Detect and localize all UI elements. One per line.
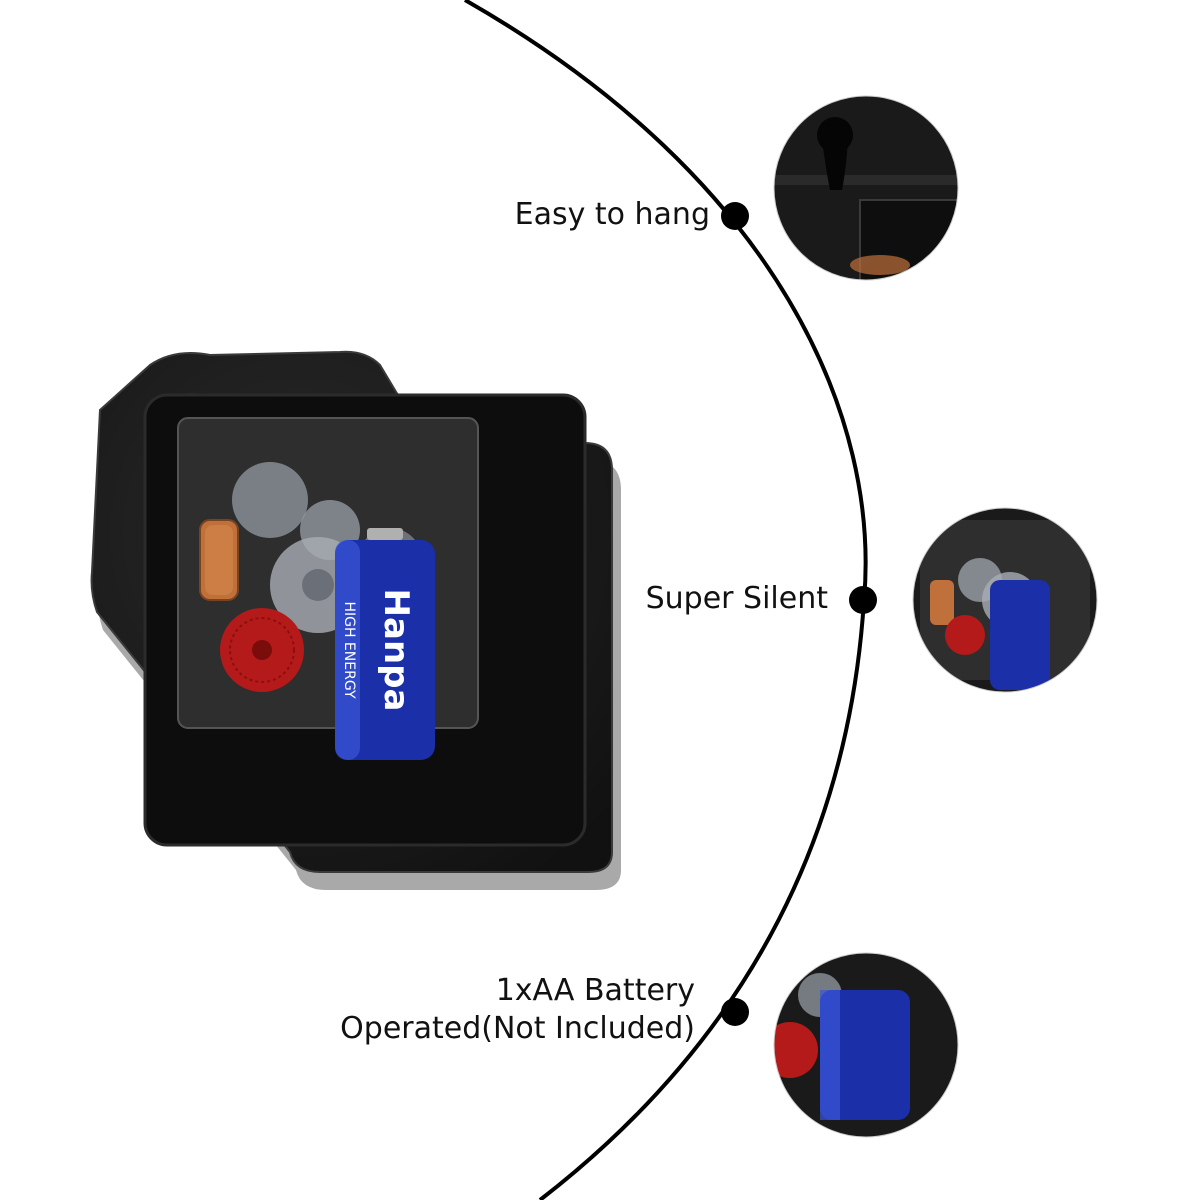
feature-dot-silent — [849, 586, 877, 614]
feature-label-silent: Super Silent — [646, 580, 828, 618]
feature-dot-hang — [721, 202, 749, 230]
feature-label-silent-text: Super Silent — [645, 581, 828, 616]
detail-silent — [913, 508, 1097, 692]
detail-hang — [774, 96, 958, 280]
detail-battery — [774, 953, 958, 1137]
feature-dot-battery — [721, 998, 749, 1026]
feature-label-hang: Easy to hang — [515, 196, 710, 234]
feature-label-battery-line2: Operated(Not Included) — [340, 1011, 695, 1046]
feature-label-battery-line1: 1xAA Battery — [495, 973, 695, 1008]
time-set-dial — [220, 608, 304, 692]
feature-label-hang-text: Easy to hang — [514, 197, 710, 232]
battery-icon — [335, 528, 435, 760]
clock-movement-product: Hanpa HIGH ENERGY — [90, 350, 622, 890]
feature-label-battery: 1xAA Battery Operated(Not Included) — [340, 972, 695, 1048]
battery-text: HIGH ENERGY — [341, 601, 357, 699]
battery-brand: Hanpa — [376, 589, 416, 712]
